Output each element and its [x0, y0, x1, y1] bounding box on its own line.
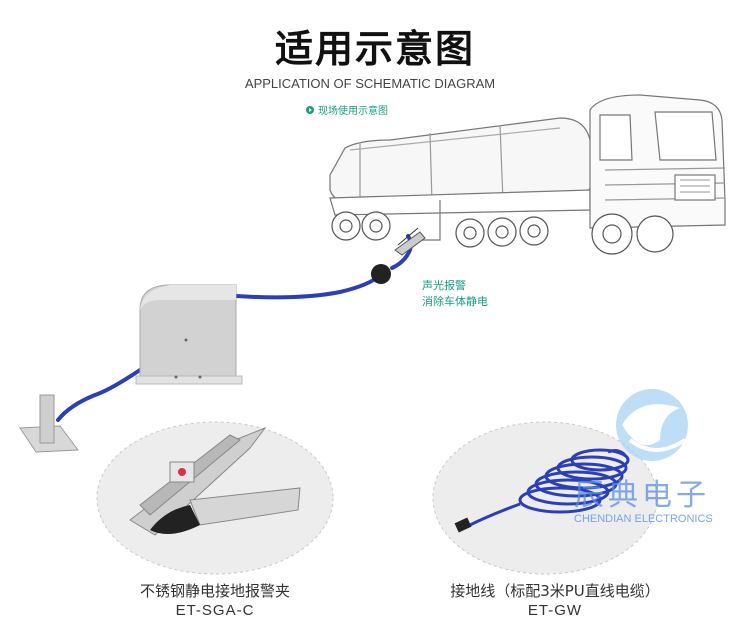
cable-caption: 接地线（标配3米PU直线电缆） ET-GW [415, 582, 695, 620]
watermark-name-en: CHENDIAN ELECTRONICS [574, 513, 713, 525]
cable-connector [371, 264, 391, 284]
alarm-callout: 声光报警 消除车体静电 [422, 278, 488, 310]
callout-line-1: 声光报警 [422, 279, 466, 292]
callout-line-2: 消除车体静电 [422, 295, 488, 308]
watermark-name-zh: 辰典电子 [574, 478, 710, 513]
scene-tag: 现场使用示意图 [306, 102, 388, 117]
cable-model: ET-GW [527, 602, 583, 619]
cable-name: 接地线（标配3米PU直线电缆） [450, 582, 660, 600]
scene-tag-label: 现场使用示意图 [318, 106, 388, 117]
coiled-cable-product-illustration [432, 421, 658, 575]
page-subtitle: APPLICATION OF SCHEMATIC DIAGRAM [244, 76, 496, 91]
alarm-reel-box [135, 284, 243, 385]
page-title: 适用示意图 [274, 27, 475, 71]
play-icon [306, 105, 314, 114]
tanker-truck-illustration [329, 94, 726, 255]
watermark-logo-icon [616, 389, 688, 461]
clamp-product-illustration [96, 421, 334, 575]
clamp-caption: 不锈钢静电接地报警夹 ET-SGA-C [95, 582, 335, 620]
truck-clamp-illustration [394, 227, 426, 256]
clamp-name: 不锈钢静电接地报警夹 [139, 582, 290, 600]
ground-stake [19, 394, 79, 453]
clamp-model: ET-SGA-C [175, 602, 255, 619]
